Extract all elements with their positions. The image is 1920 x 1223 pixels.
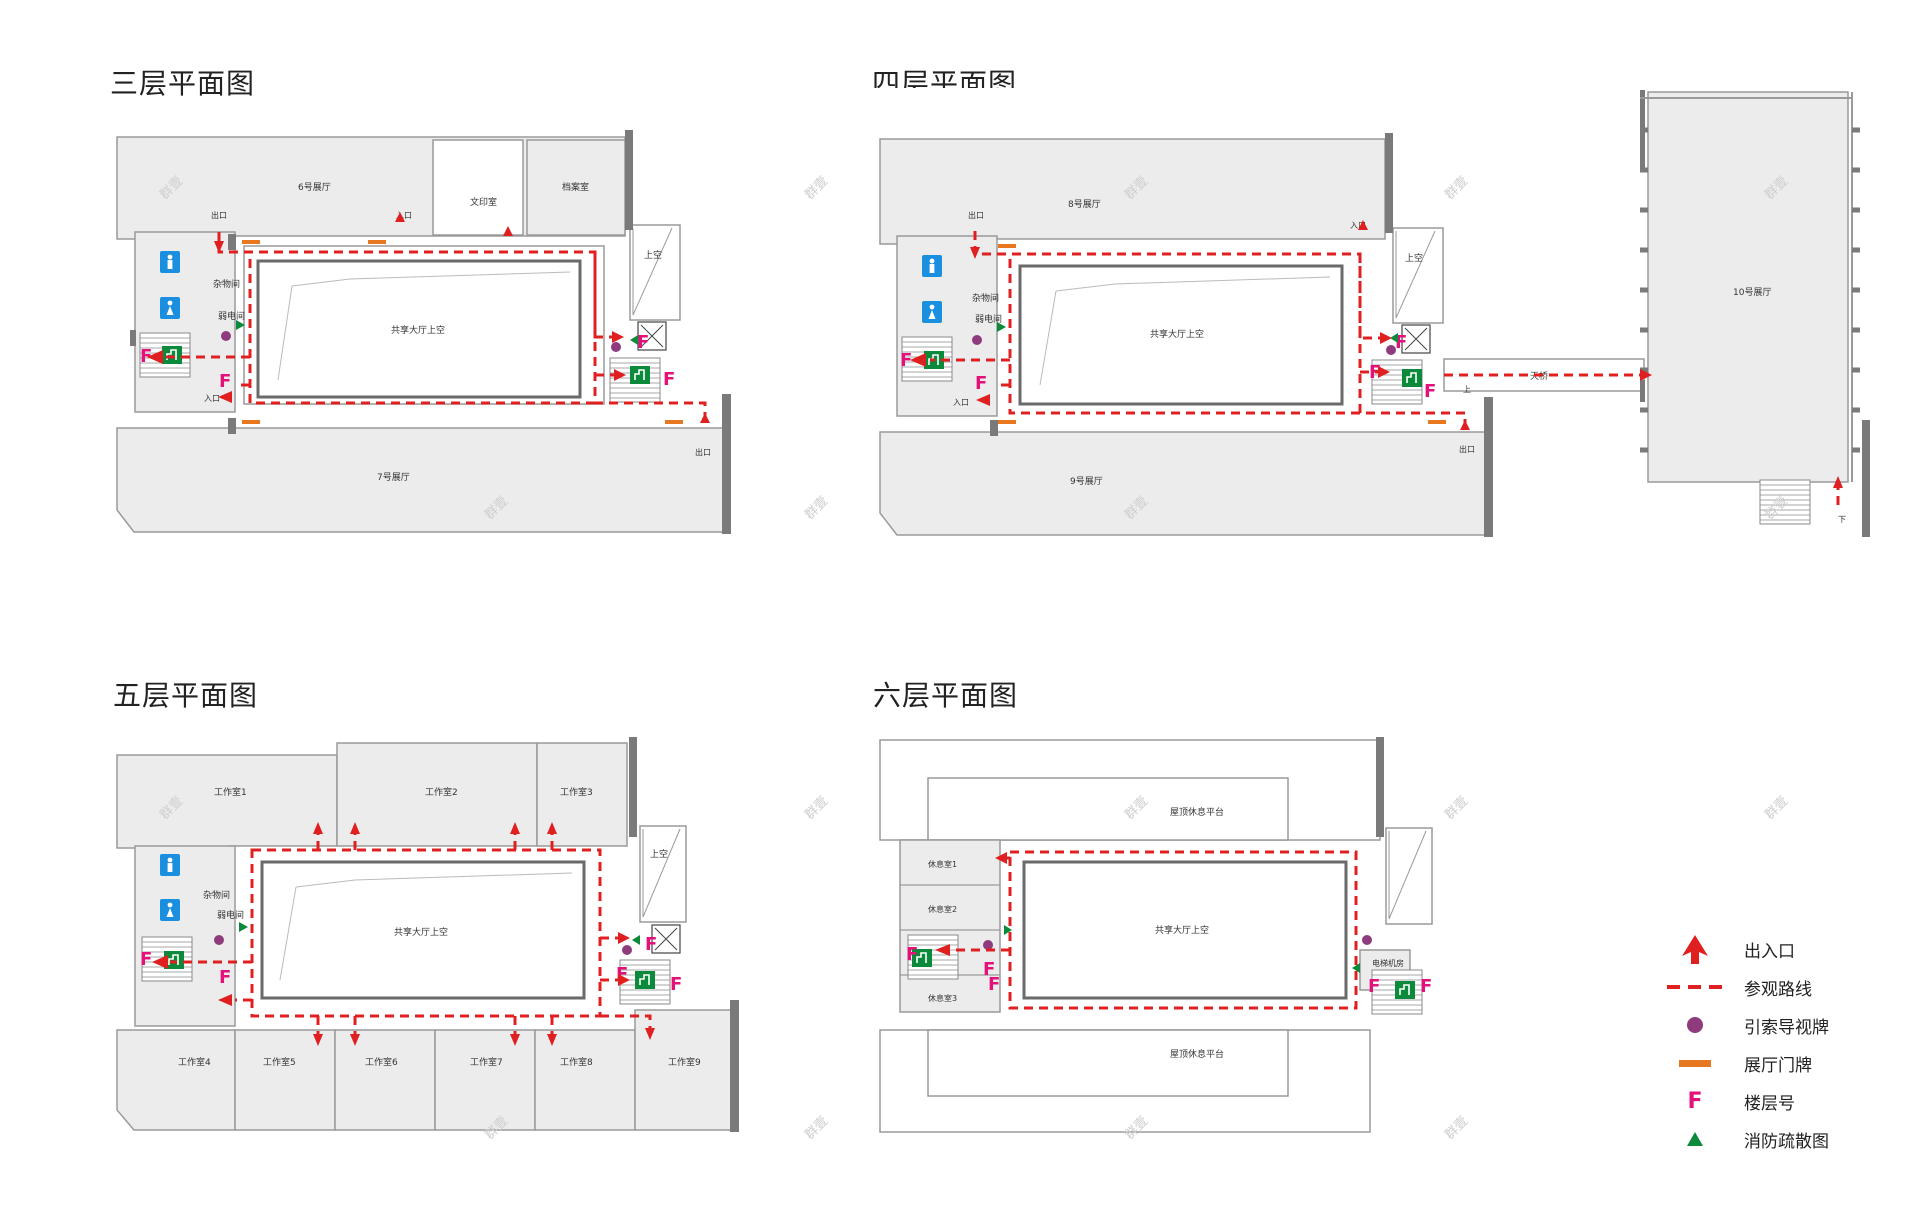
f5-atrium-label: 共享大厅上空 <box>394 926 448 938</box>
floor4-plan: 天桥 10号展厅 下 8号展厅 9号展厅 共享大厅上空 上空 杂物间 弱电间 出… <box>879 90 1870 537</box>
f4-floor-f-5: F <box>1424 381 1436 402</box>
legend-label: 展厅门牌 <box>1744 1055 1812 1076</box>
f4-floor-f-3: F <box>1395 332 1407 353</box>
f5-ws9-label: 工作室9 <box>668 1056 701 1068</box>
f5-floor-f-3: F <box>645 934 657 955</box>
f3-floor-f-3: F <box>637 332 649 353</box>
f4-floor-f-2: F <box>975 373 987 394</box>
watermark-3: 群壹 <box>802 174 831 203</box>
f3-atrium-label: 共享大厅上空 <box>391 324 445 336</box>
legend-row-exit: 出入口 <box>1660 930 1829 968</box>
legend-label: 楼层号 <box>1744 1093 1795 1114</box>
floor5-plan: 工作室1 工作室2 工作室3 工作室4 工作室5 工作室6 工作室7 工作室8 … <box>116 737 739 1132</box>
f6-roof-label-2: 屋顶休息平台 <box>1170 1048 1224 1060</box>
f6-floor-f-2: F <box>983 959 995 980</box>
f6-rest2-label: 休息室2 <box>928 904 957 914</box>
floor3-plan: 6号展厅 文印室 档案室 7号展厅 共享大厅上空 上空 杂物间 弱电间 出口 入… <box>116 130 731 534</box>
door-plate-icon <box>1660 1051 1730 1075</box>
f6-roof-label-1: 屋顶休息平台 <box>1170 806 1224 818</box>
f3-floor-f-2: F <box>219 371 231 392</box>
f4-hall8-label: 8号展厅 <box>1068 199 1101 210</box>
floor-f-glyph: F <box>1687 1088 1703 1114</box>
f4-floor-f-1: F <box>900 350 912 371</box>
f6-elevroom-label: 电梯机房 <box>1372 958 1404 968</box>
f3-floor-f-4: F <box>663 369 675 390</box>
f5-ws8-label: 工作室8 <box>560 1056 593 1068</box>
watermark-13: 群壹 <box>802 1114 831 1143</box>
f5-ws7-label: 工作室7 <box>470 1056 503 1068</box>
f3-void-label: 上空 <box>644 249 662 261</box>
watermark-12: 群壹 <box>802 794 831 823</box>
floor4-title: 四层平面图 <box>872 67 1018 88</box>
f4-entry-label-2: 入口 <box>953 398 969 407</box>
f3-hall6-label: 6号展厅 <box>298 182 331 193</box>
f4-void-label: 上空 <box>1405 252 1423 264</box>
f6-atrium-label: 共享大厅上空 <box>1155 924 1209 936</box>
f6-rest3-label: 休息室3 <box>928 993 957 1003</box>
f4-up-label: 上 <box>1463 385 1471 394</box>
f3-weak-label: 弱电间 <box>218 310 245 322</box>
floor-f-icon: F <box>1660 1088 1730 1114</box>
floor6-plan: 屋顶休息平台 屋顶休息平台 共享大厅上空 休息室1 休息室2 休息室3 电梯机房… <box>879 737 1433 1133</box>
f4-exit-label-1: 出口 <box>968 210 984 220</box>
f5-floor-f-5: F <box>670 974 682 995</box>
legend-row-door: 展厅门牌 <box>1660 1044 1829 1082</box>
f3-archive-label: 档案室 <box>562 181 589 193</box>
f3-floor-f-1: F <box>140 346 152 367</box>
f5-ws6-label: 工作室6 <box>365 1056 398 1068</box>
f3-print-label: 文印室 <box>470 196 497 208</box>
f6-floor-f-5: F <box>1420 976 1432 997</box>
f6-floor-f-4: F <box>1368 976 1380 997</box>
f5-ws5-label: 工作室5 <box>263 1056 296 1068</box>
legend-row-floor: F 楼层号 <box>1660 1082 1829 1120</box>
watermark-18: 群壹 <box>1762 794 1791 823</box>
f3-entry-label-1: 入口 <box>396 211 412 220</box>
legend-label: 引索导视牌 <box>1744 1017 1829 1038</box>
f4-atrium-label: 共享大厅上空 <box>1150 328 1204 340</box>
f5-storage-label: 杂物间 <box>203 889 230 901</box>
f6-floor-f-1: F <box>906 944 918 965</box>
f4-hall9-label: 9号展厅 <box>1070 476 1103 487</box>
f5-floor-f-1: F <box>140 949 152 970</box>
floor5-title: 五层平面图 <box>113 679 259 712</box>
f6-floor-f-3: F <box>988 974 1000 995</box>
f4-weak-label: 弱电间 <box>975 313 1002 325</box>
route-dash-icon <box>1660 975 1730 999</box>
f5-weak-label: 弱电间 <box>217 909 244 921</box>
f5-ws4-label: 工作室4 <box>178 1056 211 1068</box>
f5-void-label: 上空 <box>650 848 668 860</box>
floor3-title: 三层平面图 <box>110 67 256 100</box>
legend-label: 消防疏散图 <box>1744 1131 1829 1152</box>
legend-row-guide: 引索导视牌 <box>1660 1006 1829 1044</box>
f5-floor-f-2: F <box>219 967 231 988</box>
watermark-7: 群壹 <box>1442 174 1471 203</box>
fire-triangle-icon <box>1660 1127 1730 1151</box>
legend: 出入口 参观路线 引索导视牌 展厅门牌 F 楼层号 消防疏散图 <box>1660 930 1829 1158</box>
f3-exit-label-1: 出口 <box>211 210 227 220</box>
f4-down-label: 下 <box>1838 515 1846 524</box>
f5-ws3-label: 工作室3 <box>560 786 593 798</box>
f4-hall10-label: 10号展厅 <box>1733 287 1771 298</box>
f3-storage-label: 杂物间 <box>213 278 240 290</box>
f5-ws1-label: 工作室1 <box>214 786 247 798</box>
legend-label: 参观路线 <box>1744 979 1812 1000</box>
exit-arrow-icon <box>1660 935 1730 964</box>
guide-dot-icon <box>1660 1013 1730 1037</box>
f3-entry-label-2: 入口 <box>204 394 220 403</box>
f4-storage-label: 杂物间 <box>972 292 999 304</box>
f3-hall7-label: 7号展厅 <box>377 472 410 483</box>
legend-row-route: 参观路线 <box>1660 968 1829 1006</box>
watermark-16: 群壹 <box>1442 794 1471 823</box>
f4-exit-label-2: 出口 <box>1459 444 1475 454</box>
f5-ws2-label: 工作室2 <box>425 786 458 798</box>
legend-row-fire: 消防疏散图 <box>1660 1120 1829 1158</box>
watermark-4: 群壹 <box>802 494 831 523</box>
f6-rest1-label: 休息室1 <box>928 859 957 869</box>
f3-exit-label-2: 出口 <box>695 447 711 457</box>
watermark-17: 群壹 <box>1442 1114 1471 1143</box>
f4-entry-label-1: 入口 <box>1350 221 1366 230</box>
floor6-title: 六层平面图 <box>873 679 1019 712</box>
legend-label: 出入口 <box>1744 941 1795 962</box>
